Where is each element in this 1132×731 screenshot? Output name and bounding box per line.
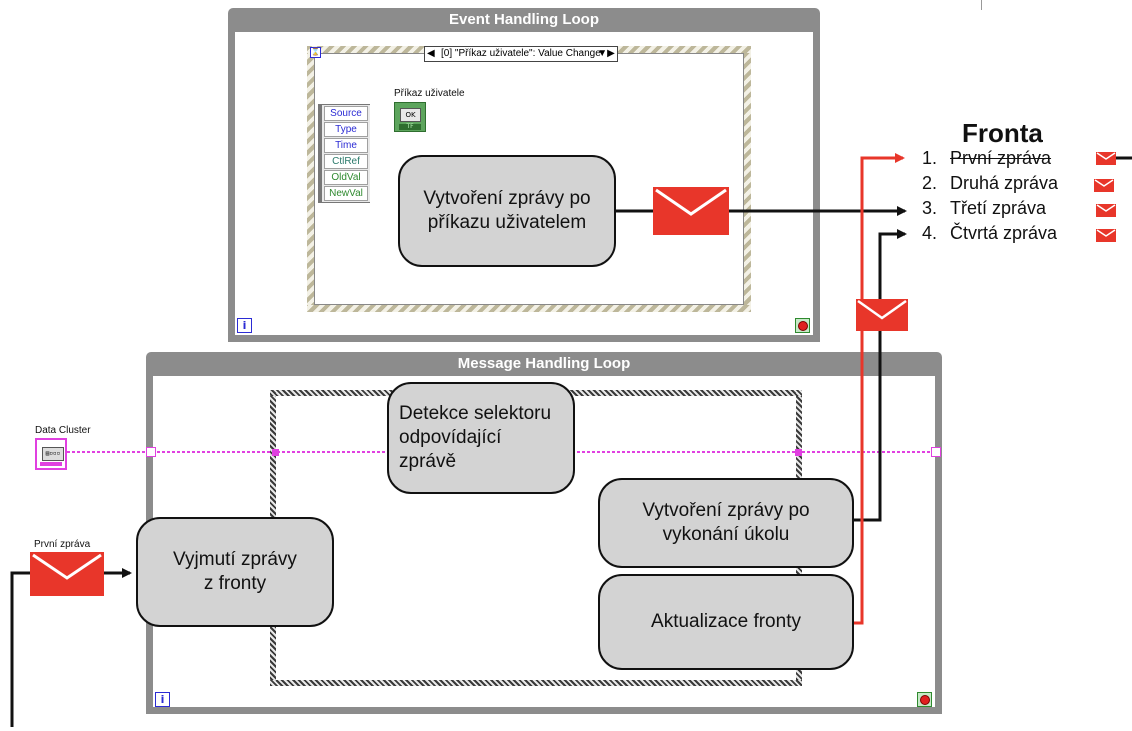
event-data-time: Time [324, 138, 368, 153]
envelope-icon [30, 552, 104, 596]
envelope-icon [1096, 204, 1116, 217]
event-data-oldval: OldVal [324, 170, 368, 185]
envelope-icon [653, 187, 729, 235]
selector-left-arrow-icon[interactable]: ◀ [427, 48, 435, 59]
process-box-user-command: Vytvoření zprávy po příkazu uživatelem [398, 155, 616, 267]
case-node-left [272, 449, 279, 456]
data-cluster-label: Data Cluster [35, 425, 91, 436]
edge-mark [981, 0, 982, 10]
data-cluster-control[interactable]: ▤▫▫▫ [35, 438, 67, 470]
process-box-dequeue: Vyjmutí zprávy z fronty [136, 517, 334, 627]
ok-button-face: OK [400, 108, 421, 122]
message-loop-stop-icon [917, 692, 932, 707]
queue-item-3-text: Třetí zpráva [950, 198, 1047, 218]
ok-button-terminal: TF [399, 124, 421, 130]
queue-item-3-number: 3. [922, 198, 938, 218]
message-loop-iteration-icon: i [155, 692, 170, 707]
queue-item-4-text: Čtvrtá zpráva [950, 223, 1058, 243]
queue-item-2-text: Druhá zpráva [950, 173, 1059, 193]
envelope-icon [1094, 179, 1114, 192]
queue-item-4-number: 4. [922, 223, 938, 243]
event-loop-title: Event Handling Loop [228, 8, 820, 32]
event-data-ctlref: CtlRef [324, 154, 368, 169]
cluster-tunnel-right [931, 447, 941, 457]
queue-item-2: 2. Druhá zpráva [922, 173, 1058, 194]
queue-item-2-number: 2. [922, 173, 938, 193]
control-label: Příkaz uživatele [394, 88, 465, 99]
wire-update-to-queue [853, 153, 905, 625]
event-timeout-icon: ⌛ [310, 47, 321, 58]
process-box-update: Aktualizace fronty [598, 574, 854, 670]
envelope-icon [856, 299, 908, 331]
ok-button-control[interactable]: OK TF [394, 102, 426, 132]
queue-item-1: 1. První zpráva [922, 148, 1051, 169]
envelope-icon [1096, 229, 1116, 242]
event-case-selector[interactable]: ◀ [0] "Příkaz uživatele": Value Change ▼… [424, 46, 618, 62]
queue-item-1-number: 1. [922, 148, 938, 168]
event-data-node: Source Type Time CtlRef OldVal NewVal [318, 104, 370, 203]
queue-item-4: 4. Čtvrtá zpráva [922, 223, 1057, 244]
selector-label: [0] "Příkaz uživatele": Value Change [441, 48, 601, 59]
queue-title: Fronta [962, 118, 1043, 148]
queue-item-1-text: První zpráva [950, 148, 1052, 168]
selector-right-arrow-icon[interactable]: ▼▶ [597, 48, 615, 59]
process-box-selector: Detekce selektoru odpovídající zprávě [387, 382, 575, 494]
event-loop-iteration-icon: i [237, 318, 252, 333]
process-box-create: Vytvoření zprávy po vykonání úkolu [598, 478, 854, 568]
event-data-source: Source [324, 106, 368, 121]
event-data-newval: NewVal [324, 186, 368, 201]
wire-create-to-queue [853, 229, 907, 522]
cluster-tunnel-left [146, 447, 156, 457]
wire-dequeue-input [10, 568, 132, 727]
case-node-right [795, 449, 802, 456]
event-loop-stop-icon [795, 318, 810, 333]
message-loop-title: Message Handling Loop [146, 352, 942, 376]
event-data-type: Type [324, 122, 368, 137]
envelope-icon [1096, 152, 1116, 165]
queue-item-3: 3. Třetí zpráva [922, 198, 1046, 219]
dequeue-label: První zpráva [34, 539, 91, 550]
